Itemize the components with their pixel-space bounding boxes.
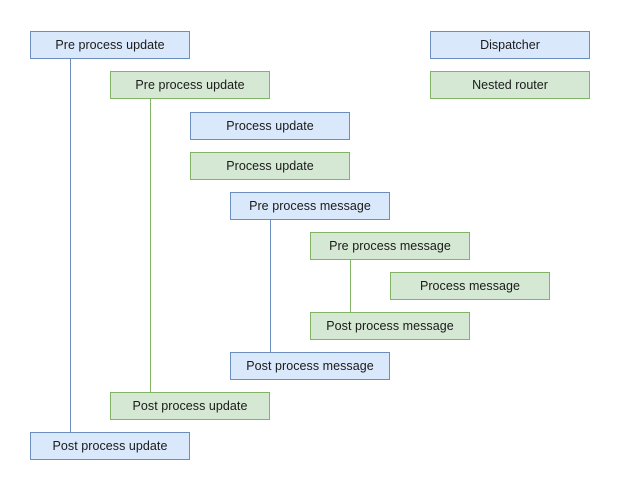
node-label: Process update	[226, 158, 314, 173]
node-label: Post process message	[326, 318, 454, 333]
connector-n6-to-n8	[350, 260, 351, 312]
node-label: Post process message	[246, 358, 374, 373]
node-n7[interactable]: Process message	[390, 272, 550, 300]
node-label: Pre process message	[329, 238, 451, 253]
connector-n2-to-n10	[150, 99, 151, 392]
node-label: Post process update	[52, 438, 168, 453]
node-n4[interactable]: Process update	[190, 152, 350, 180]
node-n2[interactable]: Pre process update	[110, 71, 270, 99]
node-label: Process message	[419, 278, 521, 293]
legend-item-dispatcher[interactable]: Dispatcher	[430, 31, 590, 59]
node-n3[interactable]: Process update	[190, 112, 350, 140]
node-n5[interactable]: Pre process message	[230, 192, 390, 220]
connector-n5-to-n9	[270, 220, 271, 352]
connector-n1-to-n11	[70, 59, 71, 432]
node-label: Pre process update	[135, 77, 245, 92]
node-n6[interactable]: Pre process message	[310, 232, 470, 260]
node-label: Process update	[226, 118, 314, 133]
node-n9[interactable]: Post process message	[230, 352, 390, 380]
node-label: Pre process update	[55, 37, 165, 52]
node-label: Post process update	[132, 398, 248, 413]
node-label: Pre process message	[249, 198, 371, 213]
legend-item-nested-router[interactable]: Nested router	[430, 71, 590, 99]
node-n10[interactable]: Post process update	[110, 392, 270, 420]
legend-item-label: Nested router	[472, 78, 548, 92]
node-n11[interactable]: Post process update	[30, 432, 190, 460]
legend-item-label: Dispatcher	[480, 38, 540, 52]
node-n1[interactable]: Pre process update	[30, 31, 190, 59]
node-n8[interactable]: Post process message	[310, 312, 470, 340]
